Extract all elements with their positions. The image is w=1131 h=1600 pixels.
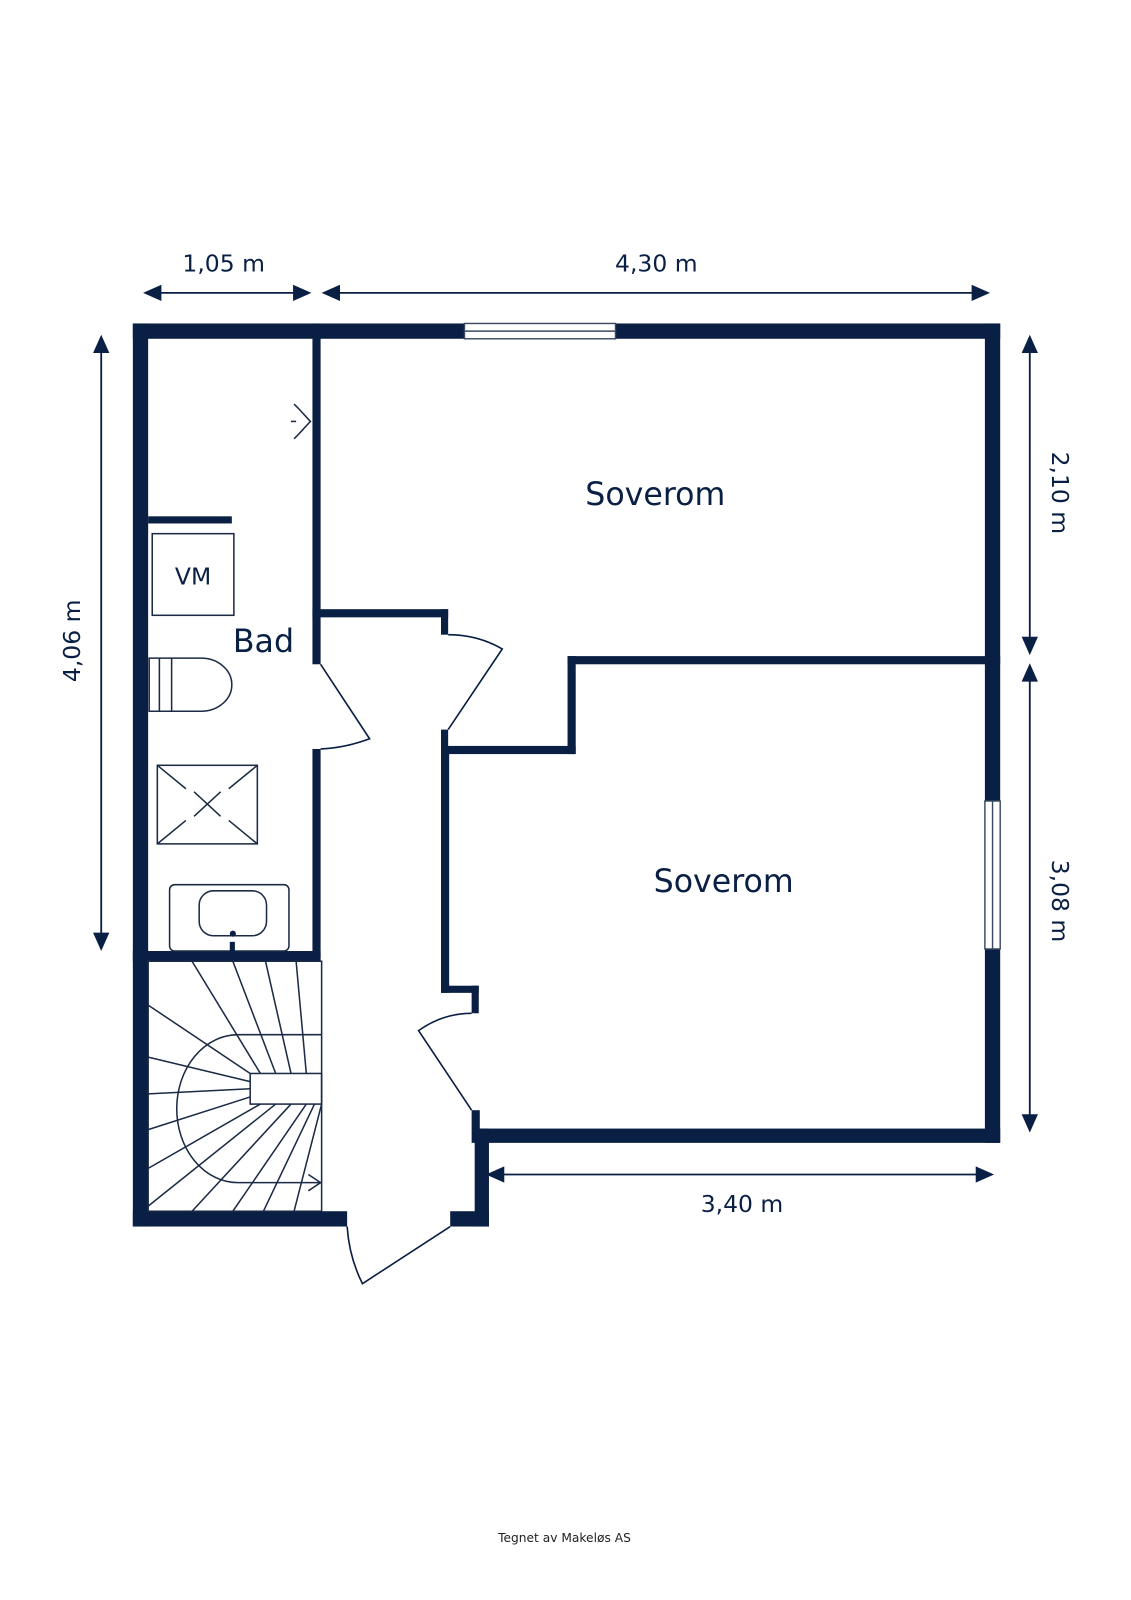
washing-machine-label: VM xyxy=(175,563,211,591)
dimension-bottom: 3,40 m xyxy=(485,1166,995,1218)
window-top xyxy=(463,322,617,340)
dimension-label-4-06: 4,06 m xyxy=(58,600,86,683)
door-entrance xyxy=(346,1225,451,1285)
staircase xyxy=(147,960,323,1212)
door-lower-bedroom xyxy=(417,1012,473,1111)
dimension-top-right: 4,30 m xyxy=(321,249,990,302)
dimension-label-3-08: 3,08 m xyxy=(1046,860,1074,943)
dimension-label-2-10: 2,10 m xyxy=(1046,452,1074,535)
washing-machine: VM xyxy=(151,532,235,617)
shower-icon xyxy=(156,764,259,845)
ventilation-icon xyxy=(291,403,312,440)
room-label-bedroom-lower: Soverom xyxy=(654,864,794,900)
window-right xyxy=(984,800,1001,950)
dimension-right-upper: 2,10 m xyxy=(1021,334,1074,656)
door-bathroom xyxy=(319,663,371,750)
dimension-right-lower: 3,08 m xyxy=(1021,663,1074,1133)
footer-credit: Tegnet av Makeløs AS xyxy=(497,1531,631,1545)
dimension-top-left: 1,05 m xyxy=(143,249,312,302)
walls xyxy=(132,323,1001,1227)
dimension-label-4-30: 4,30 m xyxy=(615,249,698,277)
room-label-bathroom: Bad xyxy=(233,624,294,660)
dimension-label-1-05: 1,05 m xyxy=(182,249,265,277)
dimension-label-3-40: 3,40 m xyxy=(701,1190,784,1218)
door-upper-bedroom xyxy=(447,633,504,731)
dimension-left: 4,06 m xyxy=(58,334,110,952)
toilet-icon xyxy=(148,657,233,712)
sink-icon xyxy=(168,883,290,955)
room-label-bedroom-upper: Soverom xyxy=(585,477,725,513)
